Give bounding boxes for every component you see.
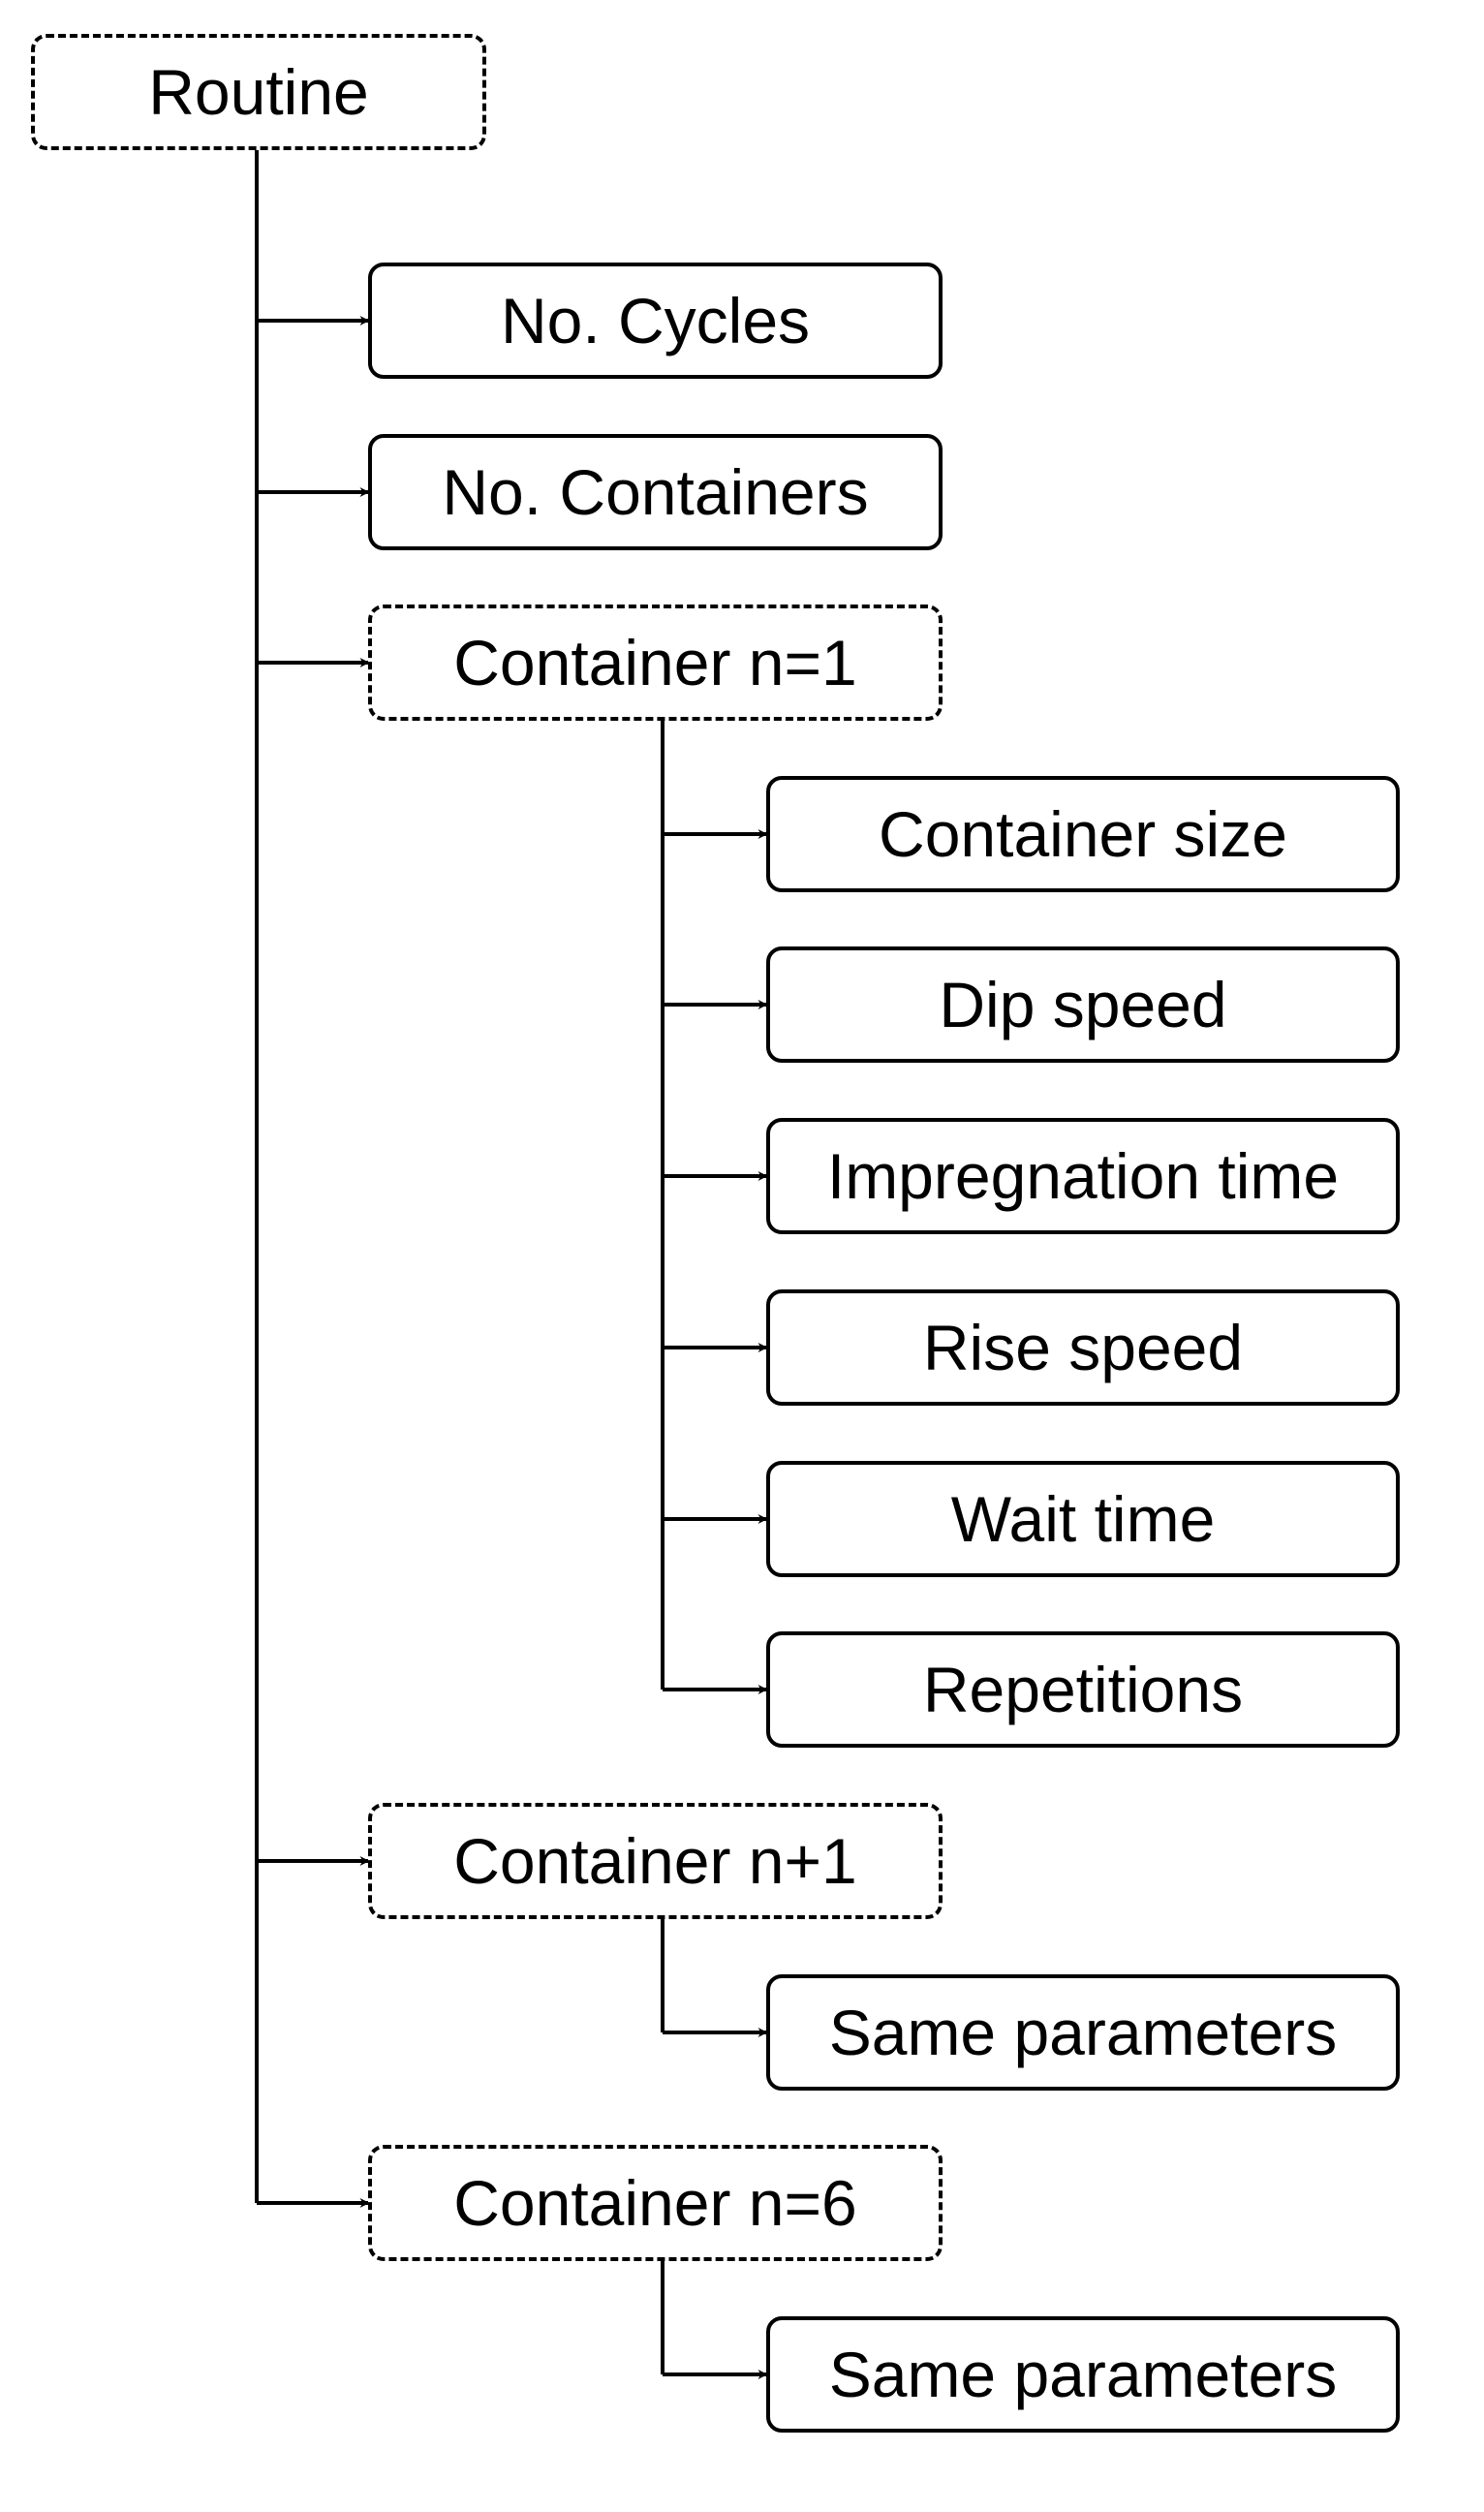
no-cycles-node: No. Cycles (368, 263, 943, 379)
same-parameters-node: Same parameters (766, 2316, 1400, 2433)
container-n-plus-1-node: Container n+1 (368, 1803, 943, 1919)
container-n1-node: Container n=1 (368, 605, 943, 721)
wait-time-node: Wait time (766, 1461, 1400, 1577)
dip-speed-node: Dip speed (766, 946, 1400, 1063)
impregnation-time-node: Impregnation time (766, 1118, 1400, 1234)
routine-node: Routine (31, 34, 486, 150)
no-containers-node: No. Containers (368, 434, 943, 550)
container-n6-node: Container n=6 (368, 2145, 943, 2261)
container-size-node: Container size (766, 776, 1400, 892)
same-parameters-node: Same parameters (766, 1974, 1400, 2091)
repetitions-node: Repetitions (766, 1631, 1400, 1748)
rise-speed-node: Rise speed (766, 1289, 1400, 1406)
